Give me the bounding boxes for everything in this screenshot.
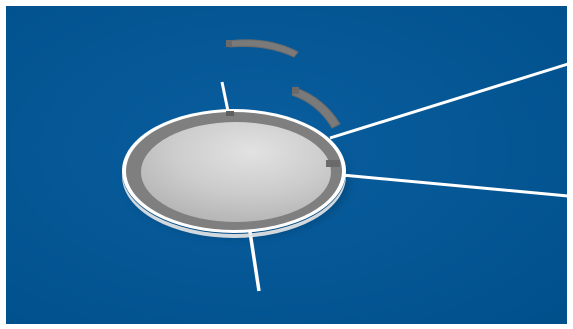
segment-cap-upper <box>226 40 232 47</box>
platform-surface <box>141 122 331 222</box>
guide-line-right-upper <box>329 62 569 140</box>
floating-segment-lower <box>291 87 341 129</box>
segment-cap-lower <box>292 87 299 94</box>
guide-line-lower <box>248 231 261 292</box>
track-marker-right <box>326 160 340 167</box>
floating-segment-upper <box>227 39 299 58</box>
track-marker-top <box>226 111 234 116</box>
guide-line-right-lower <box>341 173 569 198</box>
